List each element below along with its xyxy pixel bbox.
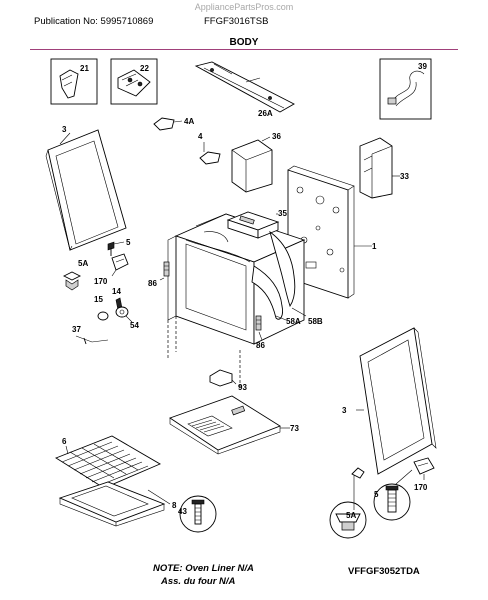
label-8: 8 xyxy=(172,501,177,510)
label-39: 39 xyxy=(418,62,427,71)
model-number: FFGF3016TSB xyxy=(204,16,269,27)
label-37: 37 xyxy=(72,325,81,334)
watermark: AppliancePartsPros.com xyxy=(194,2,294,12)
part-4a-bracket[interactable]: 4A xyxy=(153,117,194,131)
label-73: 73 xyxy=(290,424,299,433)
label-6: 6 xyxy=(62,437,67,446)
part-170-leg-bracket-detail[interactable]: 170 xyxy=(413,457,435,492)
label-43: 43 xyxy=(178,507,187,516)
label-33: 33 xyxy=(400,172,409,181)
part-3-side-panel-right[interactable]: 3 xyxy=(342,327,437,475)
label-4: 4 xyxy=(198,132,203,141)
label-26a: 26A xyxy=(258,109,273,118)
part-33-rear-bracket[interactable]: 33 xyxy=(359,137,409,199)
part-21-bracket[interactable]: 21 xyxy=(50,58,98,105)
part-5-screw[interactable]: 5 xyxy=(107,238,131,256)
note-oven-liner: NOTE: Oven Liner N/A xyxy=(153,563,254,574)
label-36: 36 xyxy=(272,132,281,141)
header-divider xyxy=(30,49,458,50)
label-5: 5 xyxy=(126,238,131,247)
part-3-side-panel-left[interactable]: 3 xyxy=(45,125,127,251)
label-86-lower: 86 xyxy=(256,341,265,350)
label-15: 15 xyxy=(94,295,103,304)
label-5a: 5A xyxy=(78,259,88,268)
label-170-detail: 170 xyxy=(414,483,428,492)
part-26a-bracket[interactable]: 26A xyxy=(194,61,295,118)
label-93: 93 xyxy=(238,383,247,392)
part-6-oven-rack[interactable]: 6 xyxy=(55,435,161,489)
part-58a-insulation[interactable]: 58A xyxy=(185,231,301,326)
label-58a: 58A xyxy=(286,317,301,326)
part-14-screw[interactable]: 14 xyxy=(112,287,123,311)
label-5-detail: 5 xyxy=(374,490,379,499)
label-35: 35 xyxy=(278,209,287,218)
part-8-broiler-pan[interactable]: 8 xyxy=(58,481,177,527)
label-170: 170 xyxy=(94,277,108,286)
part-93-cover[interactable]: 93 xyxy=(209,369,247,392)
label-21: 21 xyxy=(80,64,89,73)
publication-number: Publication No: 5995710869 xyxy=(34,16,154,27)
part-15-bushing[interactable]: 15 xyxy=(94,295,109,321)
label-1: 1 xyxy=(372,242,377,251)
section-title: BODY xyxy=(229,37,259,48)
label-14: 14 xyxy=(112,287,121,296)
part-39-wire-harness[interactable]: 39 xyxy=(379,58,432,120)
label-4a: 4A xyxy=(184,117,194,126)
part-36-shield[interactable]: 36 xyxy=(231,132,281,193)
diagram-id: VFFGF3052TDA xyxy=(348,566,420,577)
label-3-bottom: 3 xyxy=(342,406,347,415)
part-35-burner-box[interactable]: 35 xyxy=(226,209,287,239)
part-86-hinge-receptacle-lower[interactable]: 86 xyxy=(255,315,265,350)
part-5a-leveling-leg[interactable]: 5A xyxy=(62,259,88,291)
part-73-bottom-panel[interactable]: 73 xyxy=(169,395,299,455)
oven-cavity-body xyxy=(167,213,306,390)
part-170-leg-bracket[interactable]: 170 xyxy=(94,253,129,286)
label-86-upper: 86 xyxy=(148,279,157,288)
label-5a-detail: 5A xyxy=(346,511,356,520)
part-43-screw-detail[interactable]: 43 xyxy=(178,495,217,533)
note-oven-liner-french: Ass. du four N/A xyxy=(161,576,236,587)
part-22-bracket[interactable]: 22 xyxy=(110,58,158,105)
part-86-hinge-receptacle-upper[interactable]: 86 xyxy=(148,261,170,288)
label-54: 54 xyxy=(130,321,139,330)
part-37-wire[interactable]: 37 xyxy=(72,325,109,345)
part-4-bracket[interactable]: 4 xyxy=(198,132,221,165)
label-58b: 58B xyxy=(308,317,323,326)
part-5a-leveling-leg-detail[interactable]: 5A xyxy=(329,467,367,539)
part-58b-insulation[interactable]: 58B xyxy=(269,230,323,326)
label-22: 22 xyxy=(140,64,149,73)
label-3-top: 3 xyxy=(62,125,67,134)
part-5-screw-detail[interactable]: 5 xyxy=(373,469,413,521)
part-54-bushing[interactable]: 54 xyxy=(115,306,139,330)
